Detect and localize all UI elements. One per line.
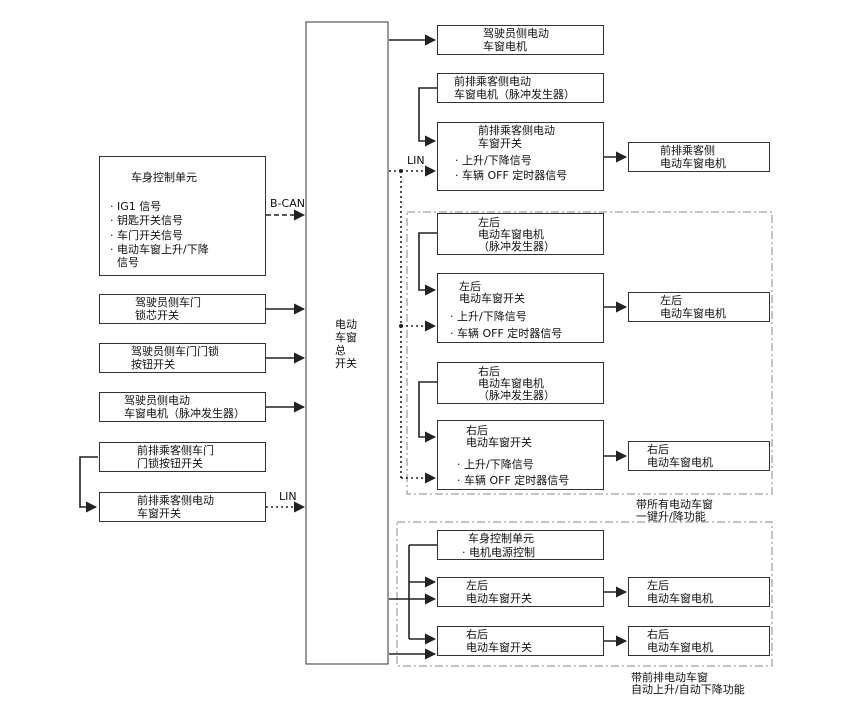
g1-rr-motor-pulse-l3: （脉冲发生器） xyxy=(478,389,555,402)
g2-caption-l2: 自动上升/自动下降功能 xyxy=(631,683,745,696)
g2-bcm-box xyxy=(437,530,604,560)
g2-rr-motor-box xyxy=(628,626,770,656)
g2-lr-switch-l1: 左后 xyxy=(466,579,488,592)
g2-bcm-l2: · 电机电源控制 xyxy=(462,546,535,559)
g2-rr-motor-l2: 电动车窗电机 xyxy=(647,641,713,654)
left-driver-lock-core-box xyxy=(99,294,266,324)
master-switch-label-4: 开关 xyxy=(335,357,357,370)
right-driver-motor-l1: 驾驶员侧电动 xyxy=(483,27,549,40)
g1-rr-motor-l1: 右后 xyxy=(647,443,669,456)
right-pass-switch-l2: 车窗开关 xyxy=(478,137,522,150)
g1-rr-motor-pulse-l1: 右后 xyxy=(478,365,500,378)
pass-lock-to-switch-line xyxy=(79,456,98,513)
master-switch-label-1: 电动 xyxy=(335,318,357,331)
g2-lr-motor-l1: 左后 xyxy=(647,579,669,592)
lr-pulse-to-switch xyxy=(418,232,437,296)
g1-lr-switch-l4: · 车辆 OFF 定时器信号 xyxy=(450,327,563,340)
g1-rr-switch-l3: · 上升/下降信号 xyxy=(457,458,534,471)
g1-rr-switch-l1: 右后 xyxy=(466,424,488,437)
g2-lr-motor-box xyxy=(628,577,770,607)
group-front-windows-border xyxy=(396,521,773,667)
master-switch-label-2: 车窗 xyxy=(335,331,357,344)
g1-lr-motor-l2: 电动车窗电机 xyxy=(660,307,726,320)
g1-lr-motor-l1: 左后 xyxy=(660,294,682,307)
g2-rr-switch-l2: 电动车窗开关 xyxy=(466,641,532,654)
right-pass-motor-pulse-l2: 车窗电机（脉冲发生器） xyxy=(454,88,575,101)
left-bcm-box xyxy=(99,156,266,276)
g1-rr-motor-l2: 电动车窗电机 xyxy=(647,456,713,469)
g1-lr-motor-pulse-l3: （脉冲发生器） xyxy=(478,240,555,253)
left-pass-switch-l1: 前排乘客侧电动 xyxy=(137,494,214,507)
lin-right-label: LIN xyxy=(407,154,425,167)
left-pass-lock-btn-l2: 门锁按钮开关 xyxy=(137,457,203,470)
g2-rr-switch-l1: 右后 xyxy=(466,628,488,641)
g1-rr-switch-l4: · 车辆 OFF 定时器信号 xyxy=(457,474,570,487)
right-pass-motor-l1: 前排乘客侧 xyxy=(660,144,715,157)
g1-lr-switch-box xyxy=(437,273,604,343)
left-pass-switch-box xyxy=(99,492,266,522)
left-bcm-item-1: · IG1 信号 xyxy=(110,200,162,213)
master-switch-box xyxy=(305,21,389,665)
left-driver-lock-core-l1: 驾驶员侧车门 xyxy=(135,296,201,309)
left-bcm-title: 车身控制单元 xyxy=(131,171,197,184)
right-pass-switch-box xyxy=(437,122,604,191)
right-pass-motor-box xyxy=(628,142,770,172)
g2-bcm-l1: 车身控制单元 xyxy=(468,532,534,545)
right-driver-motor-box xyxy=(437,25,604,55)
left-driver-lock-btn-l1: 驾驶员侧车门门锁 xyxy=(131,345,219,358)
g1-lr-motor-box xyxy=(628,292,770,322)
right-pass-motor-l2: 电动车窗电机 xyxy=(660,157,726,170)
left-driver-motor-l1: 驾驶员侧电动 xyxy=(124,394,190,407)
g1-rr-switch-l2: 电动车窗开关 xyxy=(466,436,532,449)
left-driver-lock-btn-l2: 按钮开关 xyxy=(131,358,175,371)
g2-rr-switch-box xyxy=(437,626,604,656)
left-driver-lock-core-l2: 锁芯开关 xyxy=(135,309,179,322)
left-driver-lock-btn-box xyxy=(99,343,266,373)
g2-rr-motor-l1: 右后 xyxy=(647,628,669,641)
left-pass-switch-l2: 车窗开关 xyxy=(137,507,181,520)
right-pass-motor-pulse-box xyxy=(437,73,604,103)
bcan-label: B-CAN xyxy=(270,197,305,210)
g1-rr-motor-pulse-box xyxy=(437,362,604,404)
g1-rr-motor-box xyxy=(628,441,770,471)
right-pass-switch-l1: 前排乘客侧电动 xyxy=(478,124,555,137)
g1-lr-motor-pulse-box xyxy=(437,213,604,255)
left-bcm-item-2: · 钥匙开关信号 xyxy=(110,214,183,227)
g2-caption-l1: 带前排电动车窗 xyxy=(631,671,708,684)
g1-lr-switch-l2: 电动车窗开关 xyxy=(459,292,525,305)
right-pass-motor-pulse-l1: 前排乘客侧电动 xyxy=(454,75,531,88)
g1-caption-l1: 带所有电动车窗 xyxy=(636,498,713,511)
g1-caption-l2: 一键升/降功能 xyxy=(636,510,706,523)
right-driver-motor-l2: 车窗电机 xyxy=(483,40,527,53)
g1-lr-motor-pulse-l2: 电动车窗电机 xyxy=(478,228,544,241)
left-pass-lock-btn-box xyxy=(99,442,266,472)
group-all-windows-border xyxy=(406,211,773,495)
left-driver-motor-l2: 车窗电机（脉冲发生器） xyxy=(124,407,245,420)
right-pass-switch-l3: · 上升/下降信号 xyxy=(455,154,532,167)
left-bcm-item-5: 信号 xyxy=(110,256,139,269)
pass-pulse-to-switch xyxy=(418,87,437,147)
g1-lr-motor-pulse-l1: 左后 xyxy=(478,216,500,229)
g1-rr-motor-pulse-l2: 电动车窗电机 xyxy=(478,377,544,390)
left-driver-motor-box xyxy=(99,392,266,422)
left-bcm-item-3: · 车门开关信号 xyxy=(110,229,183,242)
right-pass-switch-l4: · 车辆 OFF 定时器信号 xyxy=(455,169,568,182)
g1-rr-switch-box xyxy=(437,420,604,490)
g2-lr-switch-box xyxy=(437,577,604,607)
g2-lr-switch-l2: 电动车窗开关 xyxy=(466,592,532,605)
lin-left-label: LIN xyxy=(279,490,297,503)
left-pass-lock-btn-l1: 前排乘客侧车门 xyxy=(137,444,214,457)
g1-lr-switch-l3: · 上升/下降信号 xyxy=(450,310,527,323)
rr-pulse-to-switch xyxy=(418,381,437,443)
g1-lr-switch-l1: 左后 xyxy=(459,280,481,293)
master-switch-label-3: 总 xyxy=(335,344,346,357)
g2-lr-motor-l2: 电动车窗电机 xyxy=(647,592,713,605)
left-bcm-item-4: · 电动车窗上升/下降 xyxy=(110,243,209,256)
